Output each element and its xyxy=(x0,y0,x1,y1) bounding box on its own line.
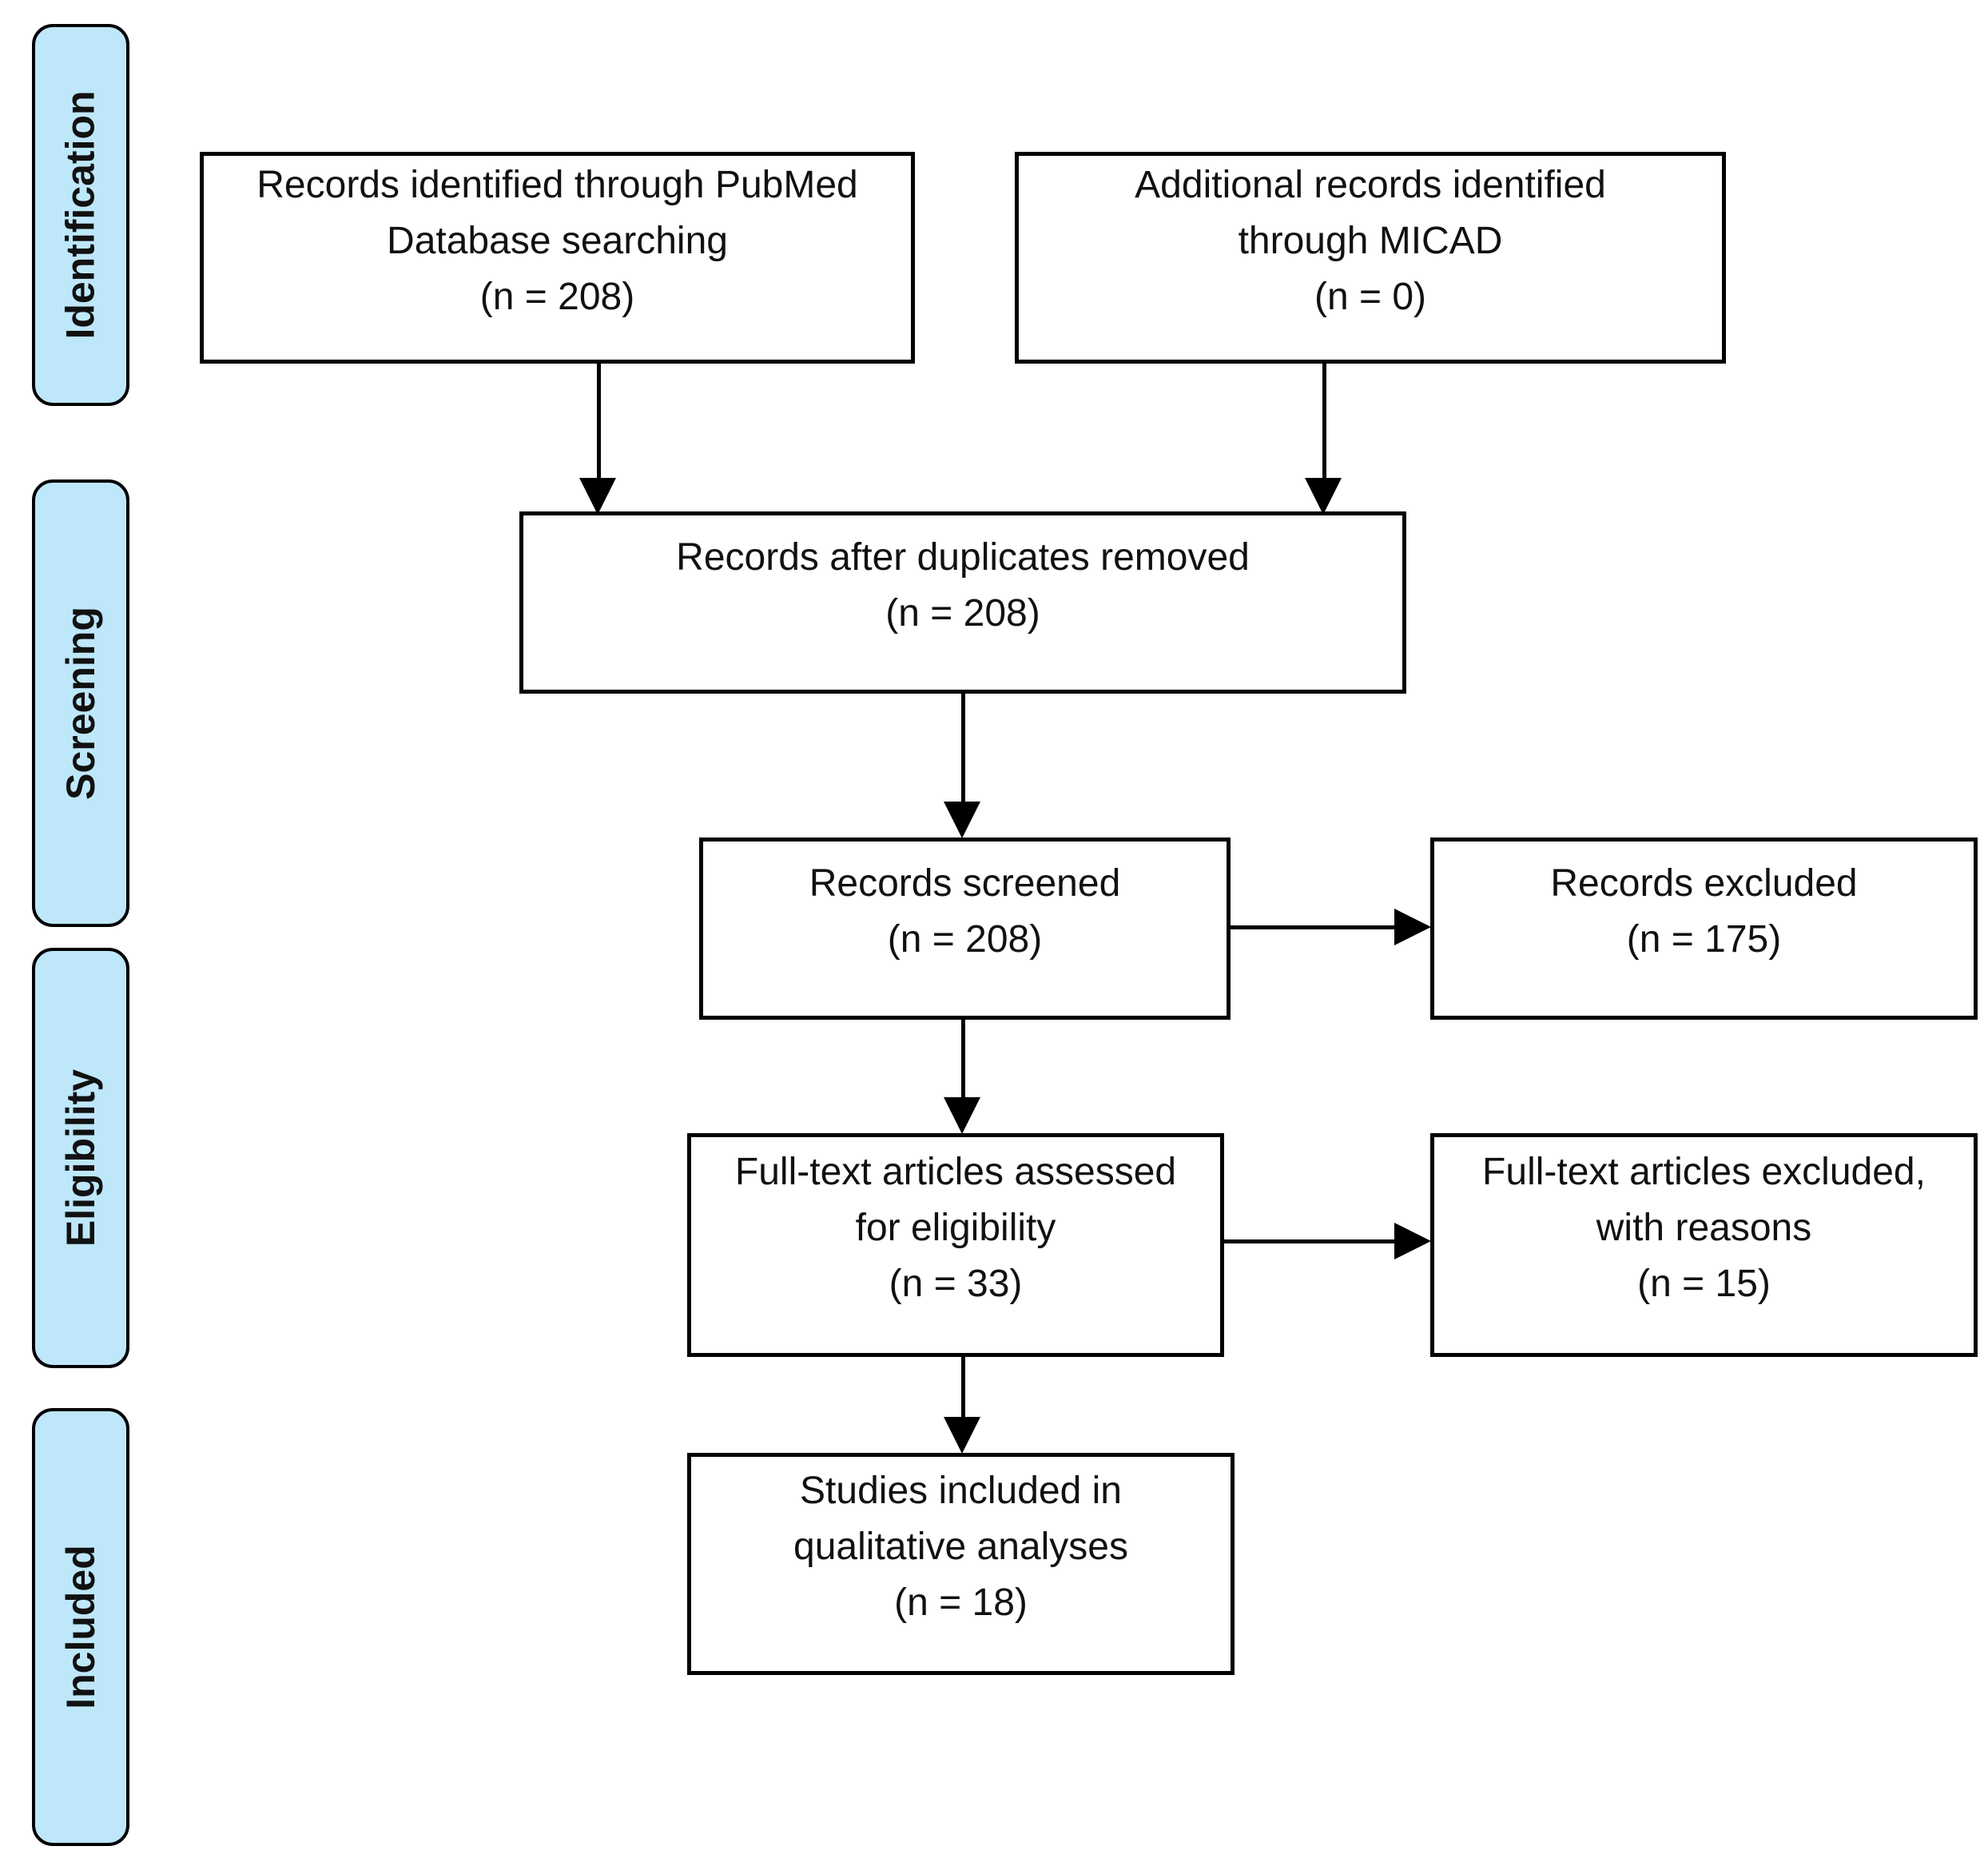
stage-identification-label: Identification xyxy=(58,90,104,340)
arrow-screened-to-excluded-line xyxy=(1231,925,1397,929)
box-line: through MICAD xyxy=(1238,219,1503,262)
box-line: Additional records identified xyxy=(1135,163,1606,206)
box-line: Database searching xyxy=(387,219,728,262)
box-line: Records after duplicates removed xyxy=(676,536,1250,579)
arrow-duplicates-to-screened-line xyxy=(961,694,965,804)
arrow-fulltext-to-excluded-line xyxy=(1224,1239,1397,1243)
box-line: Full-text articles excluded, xyxy=(1482,1151,1926,1193)
box-records-identified-pubmed: Records identified through PubMed Databa… xyxy=(200,152,915,364)
arrow-screened-to-fulltext-head-icon xyxy=(944,1097,980,1134)
box-line: Full-text articles assessed xyxy=(734,1151,1177,1193)
box-line: Records identified through PubMed xyxy=(256,163,858,206)
stage-eligibility: Eligibility xyxy=(32,948,129,1368)
stage-included-label: Included xyxy=(58,1545,104,1709)
box-records-after-duplicates: Records after duplicates removed (n = 20… xyxy=(519,511,1406,694)
box-count: (n = 208) xyxy=(479,275,635,318)
box-records-excluded: Records excluded (n = 175) xyxy=(1430,838,1978,1020)
box-count: (n = 15) xyxy=(1637,1263,1771,1305)
arrow-micad-to-duplicates-head-icon xyxy=(1305,478,1342,515)
box-count: (n = 208) xyxy=(885,592,1040,635)
box-line: Studies included in xyxy=(800,1470,1122,1512)
box-count: (n = 18) xyxy=(894,1582,1028,1624)
box-fulltext-excluded: Full-text articles excluded, with reason… xyxy=(1430,1133,1978,1357)
arrow-fulltext-to-included-line xyxy=(961,1357,965,1419)
stage-eligibility-label: Eligibility xyxy=(58,1068,103,1247)
arrow-fulltext-to-excluded-head-icon xyxy=(1394,1223,1431,1259)
box-count: (n = 175) xyxy=(1626,918,1782,961)
arrow-fulltext-to-included-head-icon xyxy=(944,1417,980,1454)
box-count: (n = 33) xyxy=(889,1263,1023,1305)
box-line: with reasons xyxy=(1596,1207,1812,1249)
box-count: (n = 208) xyxy=(887,918,1043,961)
box-line: Records excluded xyxy=(1550,862,1858,905)
box-records-screened: Records screened (n = 208) xyxy=(699,838,1231,1020)
box-count: (n = 0) xyxy=(1314,275,1427,318)
stage-included: Included xyxy=(32,1408,129,1846)
arrow-pubmed-to-duplicates-head-icon xyxy=(579,478,616,515)
box-studies-included-qualitative: Studies included in qualitative analyses… xyxy=(687,1453,1235,1675)
stage-identification: Identification xyxy=(32,24,129,406)
stage-screening-label: Screening xyxy=(58,607,103,800)
box-fulltext-assessed: Full-text articles assessed for eligibil… xyxy=(687,1133,1224,1357)
box-additional-records-micad: Additional records identified through MI… xyxy=(1015,152,1726,364)
arrow-pubmed-to-duplicates-line xyxy=(597,364,601,482)
box-line: for eligibility xyxy=(855,1207,1056,1249)
arrow-micad-to-duplicates-line xyxy=(1322,364,1326,482)
arrow-screened-to-excluded-head-icon xyxy=(1394,909,1431,945)
box-line: qualitative analyses xyxy=(793,1526,1128,1568)
arrow-screened-to-fulltext-line xyxy=(961,1020,965,1100)
arrow-duplicates-to-screened-head-icon xyxy=(944,802,980,838)
stage-screening: Screening xyxy=(32,479,129,927)
box-line: Records screened xyxy=(809,862,1121,905)
